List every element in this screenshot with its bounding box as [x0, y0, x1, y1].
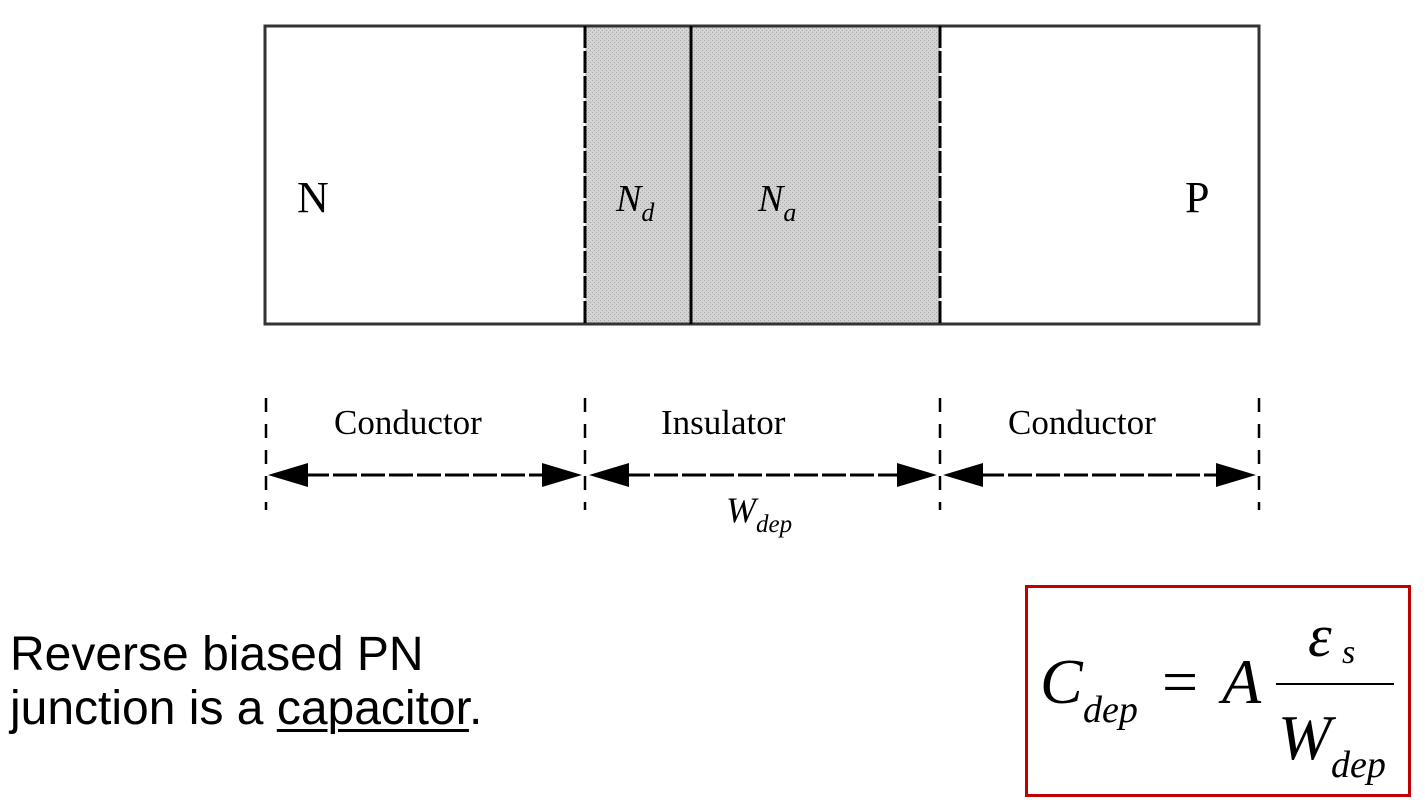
pn-junction-diagram	[263, 24, 1261, 510]
dimension-markers	[264, 398, 1261, 510]
depletion-region	[585, 26, 940, 324]
capacitor-term: capacitor	[276, 682, 469, 735]
insulator-label: Insulator	[661, 403, 786, 442]
donor-concentration-label: Nd	[616, 178, 655, 227]
formula-epsilon: ε	[1308, 603, 1332, 669]
formula-area: A	[1222, 646, 1262, 717]
n-region-label: N	[297, 173, 329, 222]
formula-c: C	[1040, 646, 1083, 717]
capacitance-formula-box: C dep = A ε s W dep	[1025, 585, 1411, 797]
conductor-right-label: Conductor	[1008, 403, 1156, 442]
caption-line-1: Reverse biased PN	[10, 628, 424, 681]
junction-outline	[263, 24, 1261, 326]
formula-w-subscript: dep	[1331, 744, 1386, 786]
p-region-label: P	[1185, 173, 1210, 222]
acceptor-concentration-label: Na	[758, 178, 797, 227]
fraction-bar	[1276, 683, 1394, 685]
formula-epsilon-subscript: s	[1342, 634, 1356, 671]
formula-w: W	[1278, 702, 1332, 773]
caption-line-2: junction is a capacitor.	[10, 682, 483, 735]
dimension-arrow-middle	[589, 463, 937, 487]
formula-equals: =	[1162, 646, 1199, 717]
dimension-arrow-left	[268, 463, 582, 487]
conductor-left-label: Conductor	[334, 403, 482, 442]
formula-c-subscript: dep	[1083, 689, 1138, 731]
dimension-arrow-right	[943, 463, 1256, 487]
caption-text: Reverse biased PN junction is a capacito…	[10, 628, 482, 736]
depletion-width-label: Wdep	[726, 490, 793, 538]
